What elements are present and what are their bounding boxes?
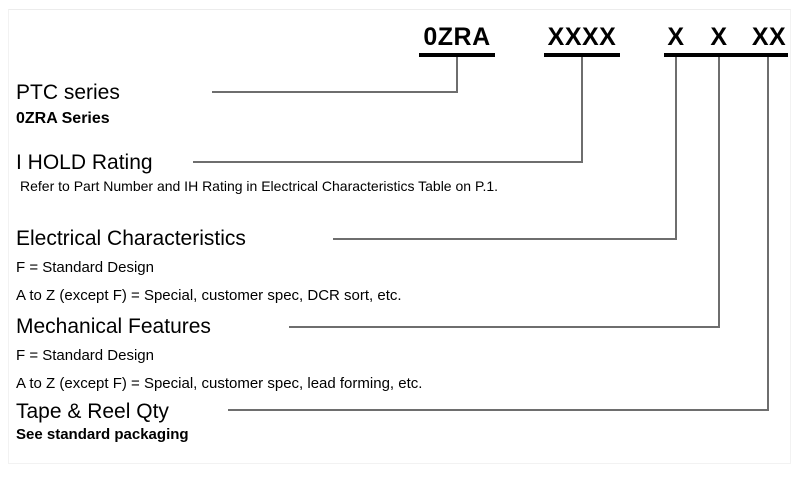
part-segment-series-code-text: 0ZRA — [423, 23, 491, 51]
part-segment-trailing-codes: X X XX — [664, 22, 788, 57]
section-tape-reel-qty-line-0: See standard packaging — [16, 426, 189, 443]
section-electrical-characteristics-title: Electrical Characteristics — [16, 227, 246, 250]
section-tape-reel-qty-title: Tape & Reel Qty — [16, 400, 169, 423]
leader-vertical-ptc-series — [456, 57, 458, 93]
leader-vertical-ihold-rating — [581, 57, 583, 163]
section-mechanical-features-title: Mechanical Features — [16, 315, 211, 338]
leader-horizontal-ptc-series — [212, 91, 458, 93]
leader-horizontal-tape-reel-qty — [228, 409, 769, 411]
leader-vertical-electrical-characteristics — [675, 57, 677, 240]
section-electrical-characteristics-line-0: F = Standard Design — [16, 259, 154, 276]
part-segment-ihold-code-underline — [544, 53, 620, 57]
section-ptc-series-title: PTC series — [16, 81, 120, 104]
section-ptc-series: PTC series 0ZRA Series — [16, 80, 120, 129]
section-electrical-characteristics: Electrical Characteristics F = Standard … — [16, 226, 402, 306]
part-segment-ihold-code: XXXX — [544, 22, 620, 57]
section-tape-reel-qty: Tape & Reel Qty See standard packaging — [16, 399, 189, 445]
part-segment-tape-reel-code-text: XX — [751, 23, 787, 51]
leader-horizontal-electrical-characteristics — [333, 238, 677, 240]
leader-horizontal-mechanical-features — [289, 326, 720, 328]
leader-vertical-tape-reel-qty — [767, 57, 769, 411]
section-electrical-characteristics-line-1: A to Z (except F) = Special, customer sp… — [16, 287, 402, 304]
section-mechanical-features-line-0: F = Standard Design — [16, 347, 154, 364]
part-segment-series-code: 0ZRA — [419, 22, 495, 57]
part-segment-electrical-code-text: X — [667, 23, 685, 51]
section-ihold-rating-line-0: Refer to Part Number and IH Rating in El… — [20, 178, 499, 194]
section-ptc-series-line-0: 0ZRA Series — [16, 110, 110, 127]
part-segment-mechanical-code-text: X — [710, 23, 728, 51]
part-segment-ihold-code-text: XXXX — [547, 23, 617, 51]
section-mechanical-features: Mechanical Features F = Standard Design … — [16, 314, 422, 394]
section-ihold-rating-title: I HOLD Rating — [16, 151, 153, 174]
section-ihold-rating: I HOLD Rating Refer to Part Number and I… — [16, 150, 498, 196]
leader-vertical-mechanical-features — [718, 57, 720, 328]
part-segment-trailing-codes-underline — [664, 53, 788, 57]
section-mechanical-features-line-1: A to Z (except F) = Special, customer sp… — [16, 375, 423, 392]
leader-horizontal-ihold-rating — [193, 161, 583, 163]
part-segment-series-code-underline — [419, 53, 495, 57]
